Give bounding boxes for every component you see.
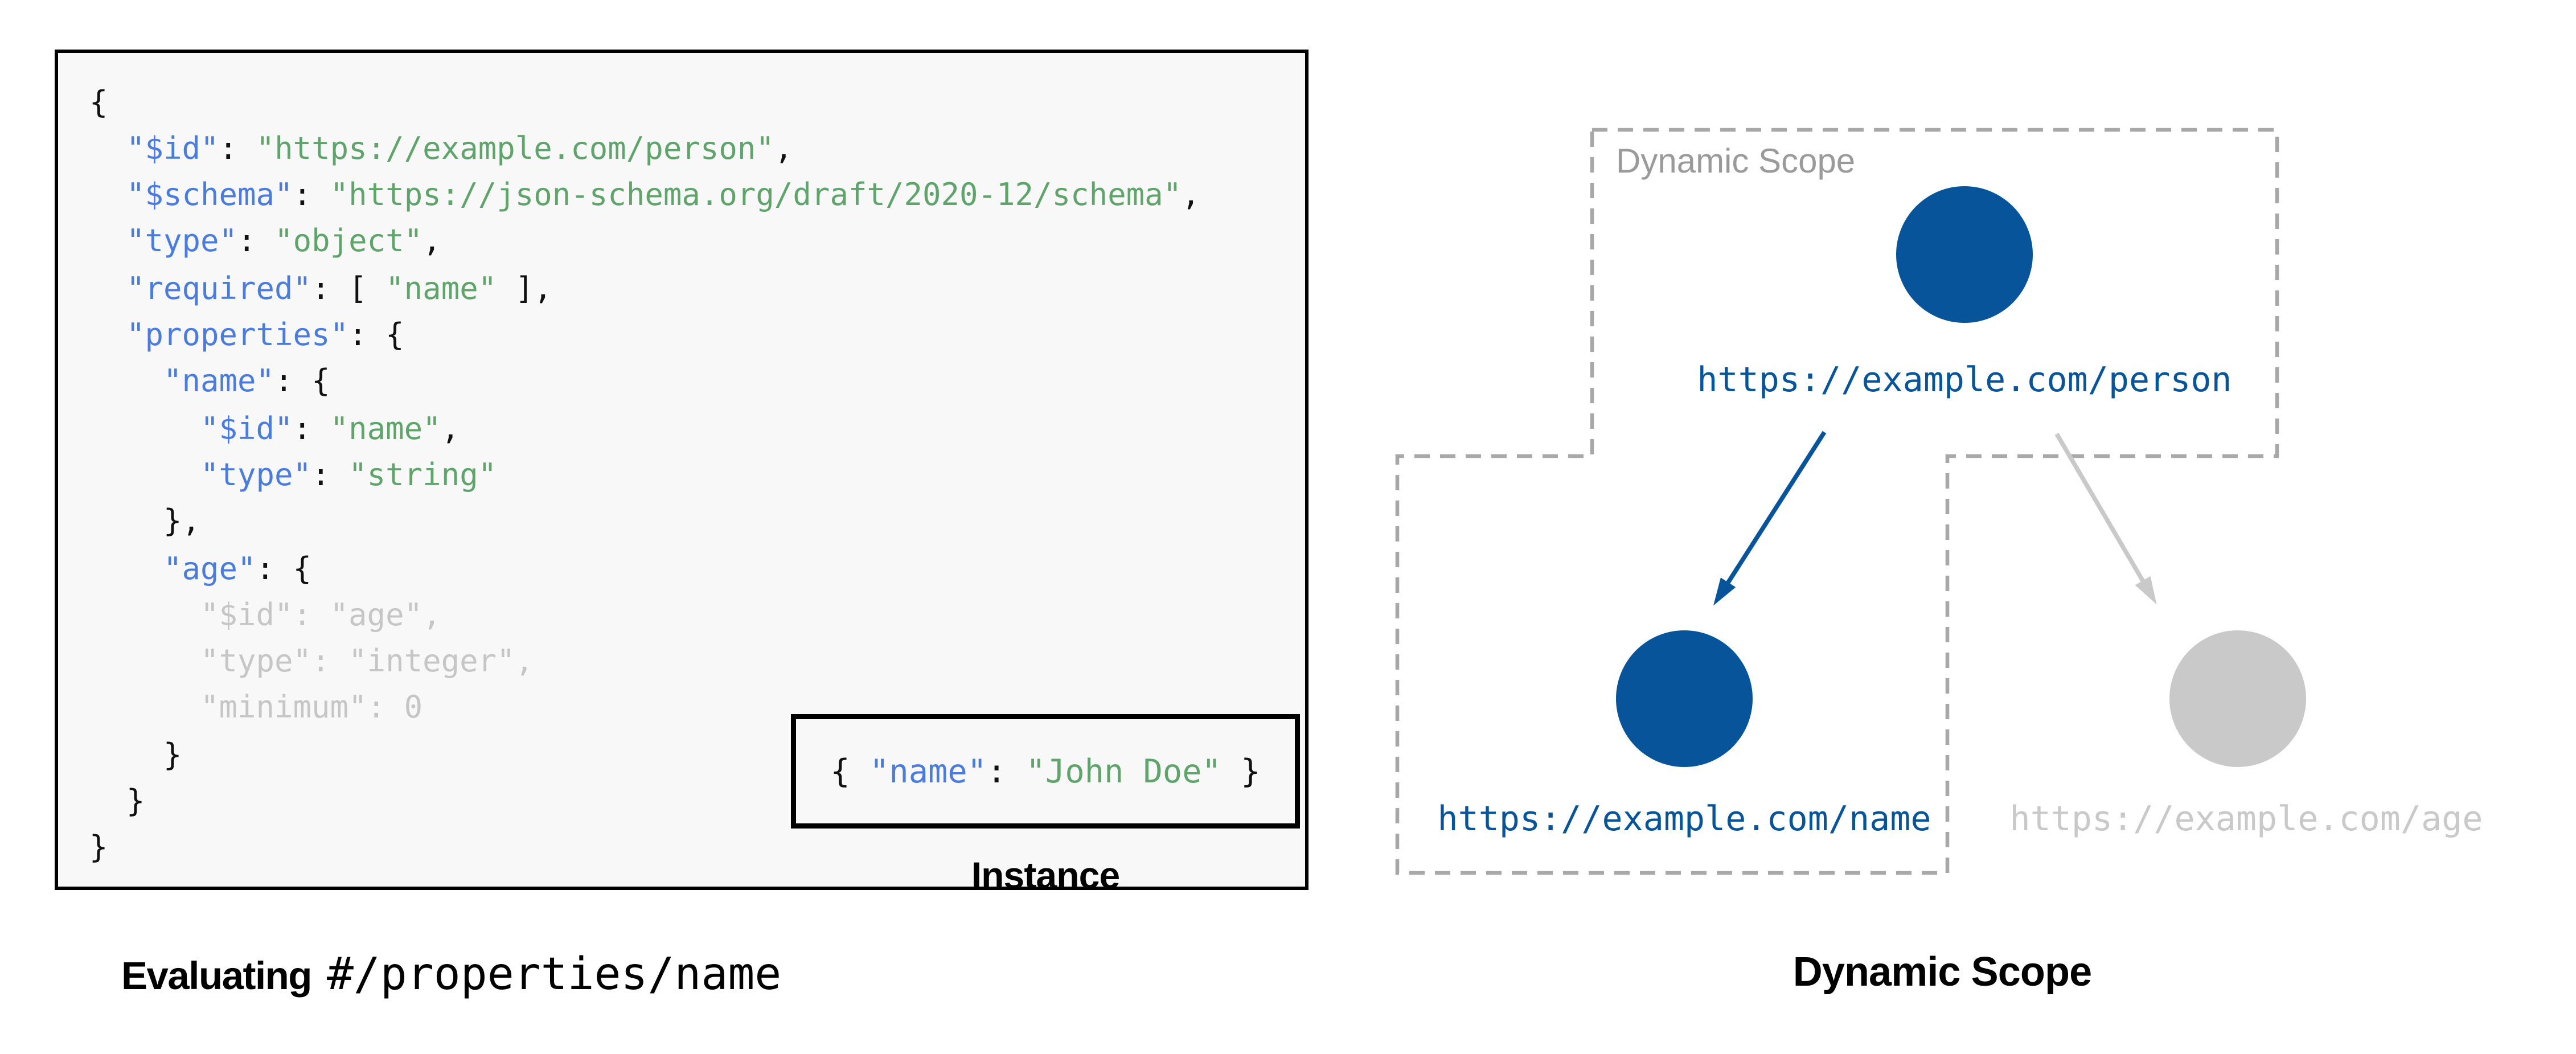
code-line: { [89, 84, 108, 121]
schema-code-panel: { "$id": "https://example.com/person", "… [55, 50, 1308, 897]
code-line: "minimum": 0 [89, 691, 423, 727]
code-line: "type": "string" [200, 457, 497, 494]
code-line: "$id": "https://example.com/person", [126, 131, 793, 167]
code-line: "type": "integer", [89, 644, 534, 680]
code-line: } [89, 737, 182, 774]
age-node-label: https://example.com/age [2009, 798, 2483, 839]
instance-label: Instance [971, 854, 1120, 897]
code-line: } [89, 831, 108, 867]
code-line: "$id": "age", [89, 597, 441, 634]
instance-box: { "name": "John Doe" } [791, 714, 1300, 829]
code-line: "name": { [163, 364, 330, 401]
code-line: "required": [ "name" ], [126, 271, 552, 307]
diagram-caption: Dynamic Scope [1792, 950, 2092, 996]
code-line: } [89, 784, 145, 821]
json-schema-code: { "$id": "https://example.com/person", "… [89, 80, 1200, 872]
code-line: }, [89, 504, 200, 540]
code-line: "$id": "name", [200, 411, 460, 448]
evaluating-caption: Evaluating #/properties/name [121, 950, 781, 1001]
code-line: "$schema": "https://json-schema.org/draf… [126, 178, 1200, 214]
person-node-circle [1896, 186, 2033, 323]
age-node-circle [2169, 630, 2306, 767]
code-line: "type": "object", [126, 224, 441, 261]
person-node-label: https://example.com/person [1697, 359, 2232, 400]
dynamic-scope-region-label: Dynamic Scope [1616, 143, 1856, 181]
arrow-person-to-name [1713, 430, 1827, 606]
code-line: "properties": { [126, 318, 404, 354]
code-line: "age": { [163, 551, 312, 587]
arrow-person-to-age [2054, 433, 2157, 605]
evaluating-caption-bold: Evaluating [121, 953, 312, 998]
name-node-circle [1616, 630, 1753, 767]
evaluating-caption-pointer: #/properties/name [326, 950, 782, 1001]
instance-json: { "name": "John Doe" } [830, 752, 1261, 790]
name-node-label: https://example.com/name [1437, 798, 1931, 839]
dynamic-scope-outline [1395, 128, 2279, 875]
